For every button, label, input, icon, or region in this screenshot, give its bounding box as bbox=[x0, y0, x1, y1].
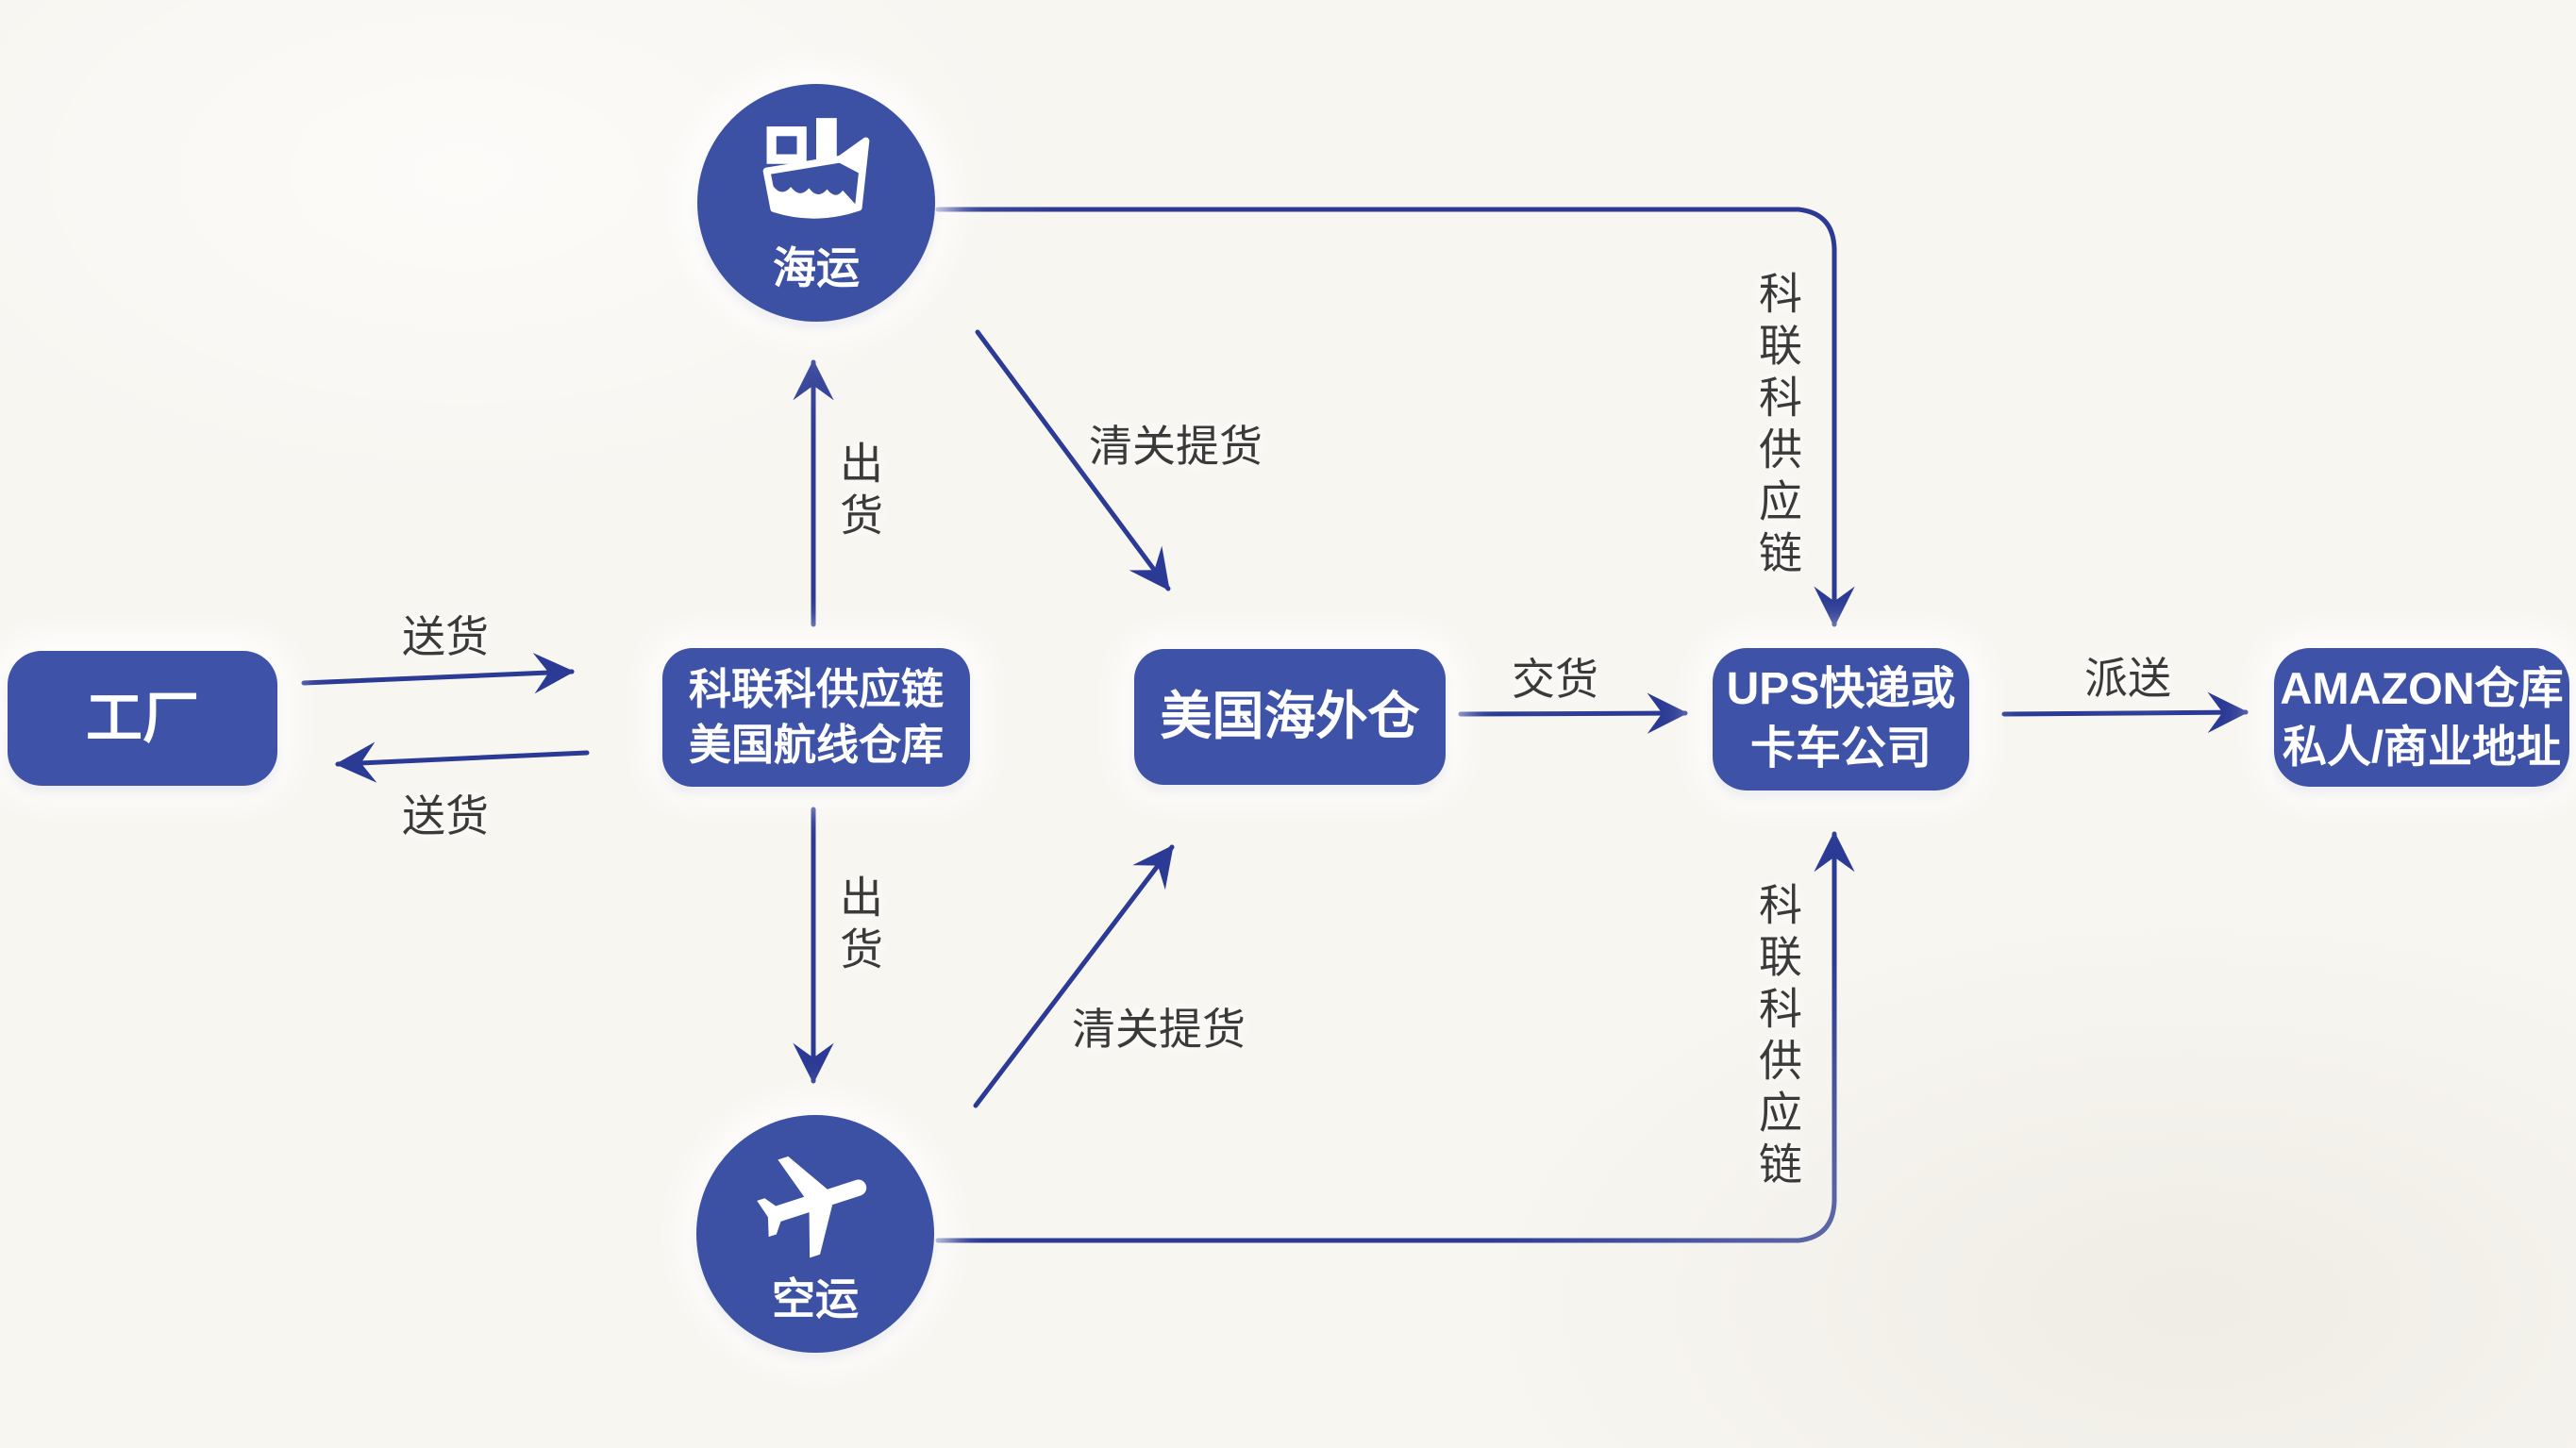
node-factory: 工厂 bbox=[8, 651, 277, 786]
arrow-air-to-ups bbox=[935, 831, 1855, 1243]
edge-label-supply-chain-air-route: 科联科供应链 bbox=[1753, 882, 1802, 1193]
factory-label: 工厂 bbox=[86, 686, 199, 750]
node-amazon-address: AMAZON仓库 私人/商业地址 bbox=[2274, 648, 2569, 787]
edge-label-ship-out-to-air: 出货 bbox=[834, 874, 883, 978]
ups-trucking-line2: 卡车公司 bbox=[1749, 723, 1932, 774]
arrow-klk-to-factory bbox=[335, 741, 590, 783]
edge-label-ship-out-to-sea: 出货 bbox=[834, 441, 883, 544]
node-sea-freight: 海运 bbox=[697, 84, 935, 322]
arrow-factory-to-klk bbox=[301, 653, 575, 694]
edge-label-handover: 交货 bbox=[1512, 655, 1598, 704]
us-overseas-warehouse-label: 美国海外仓 bbox=[1160, 687, 1420, 746]
sea-freight-label: 海运 bbox=[773, 243, 860, 292]
node-klk-warehouse: 科联科供应链 美国航线仓库 bbox=[662, 648, 970, 787]
amazon-address-line1: AMAZON仓库 bbox=[2280, 663, 2564, 714]
edge-label-customs-pickup-air: 清关提货 bbox=[1072, 1005, 1246, 1054]
arrow-ups-to-amazon bbox=[2001, 691, 2249, 733]
edge-label-supply-chain-sea-route: 科联科供应链 bbox=[1753, 271, 1802, 582]
amazon-address-line2: 私人/商业地址 bbox=[2282, 721, 2562, 772]
klk-warehouse-line2: 美国航线仓库 bbox=[688, 720, 944, 769]
arrow-air-to-us-warehouse bbox=[973, 844, 1175, 1108]
edge-label-deliver-bottom: 送货 bbox=[402, 791, 489, 841]
node-ups-trucking: UPS快递或 卡车公司 bbox=[1713, 648, 1969, 791]
cargo-ship-icon bbox=[745, 108, 887, 239]
arrow-us-warehouse-to-ups bbox=[1458, 692, 1688, 734]
airplane-icon bbox=[740, 1140, 891, 1270]
node-air-freight: 空运 bbox=[696, 1115, 934, 1353]
klk-warehouse-line1: 科联科供应链 bbox=[688, 665, 944, 713]
edge-label-customs-pickup-sea: 清关提货 bbox=[1089, 422, 1263, 471]
edge-label-deliver-top: 送货 bbox=[402, 612, 489, 661]
node-us-overseas-warehouse: 美国海外仓 bbox=[1134, 649, 1446, 785]
air-freight-label: 空运 bbox=[772, 1274, 859, 1323]
arrow-sea-to-ups bbox=[935, 207, 1855, 627]
edge-label-dispatch: 派送 bbox=[2084, 654, 2171, 703]
arrow-sea-to-us-warehouse bbox=[975, 329, 1171, 591]
ups-trucking-line1: UPS快递或 bbox=[1726, 664, 1956, 715]
